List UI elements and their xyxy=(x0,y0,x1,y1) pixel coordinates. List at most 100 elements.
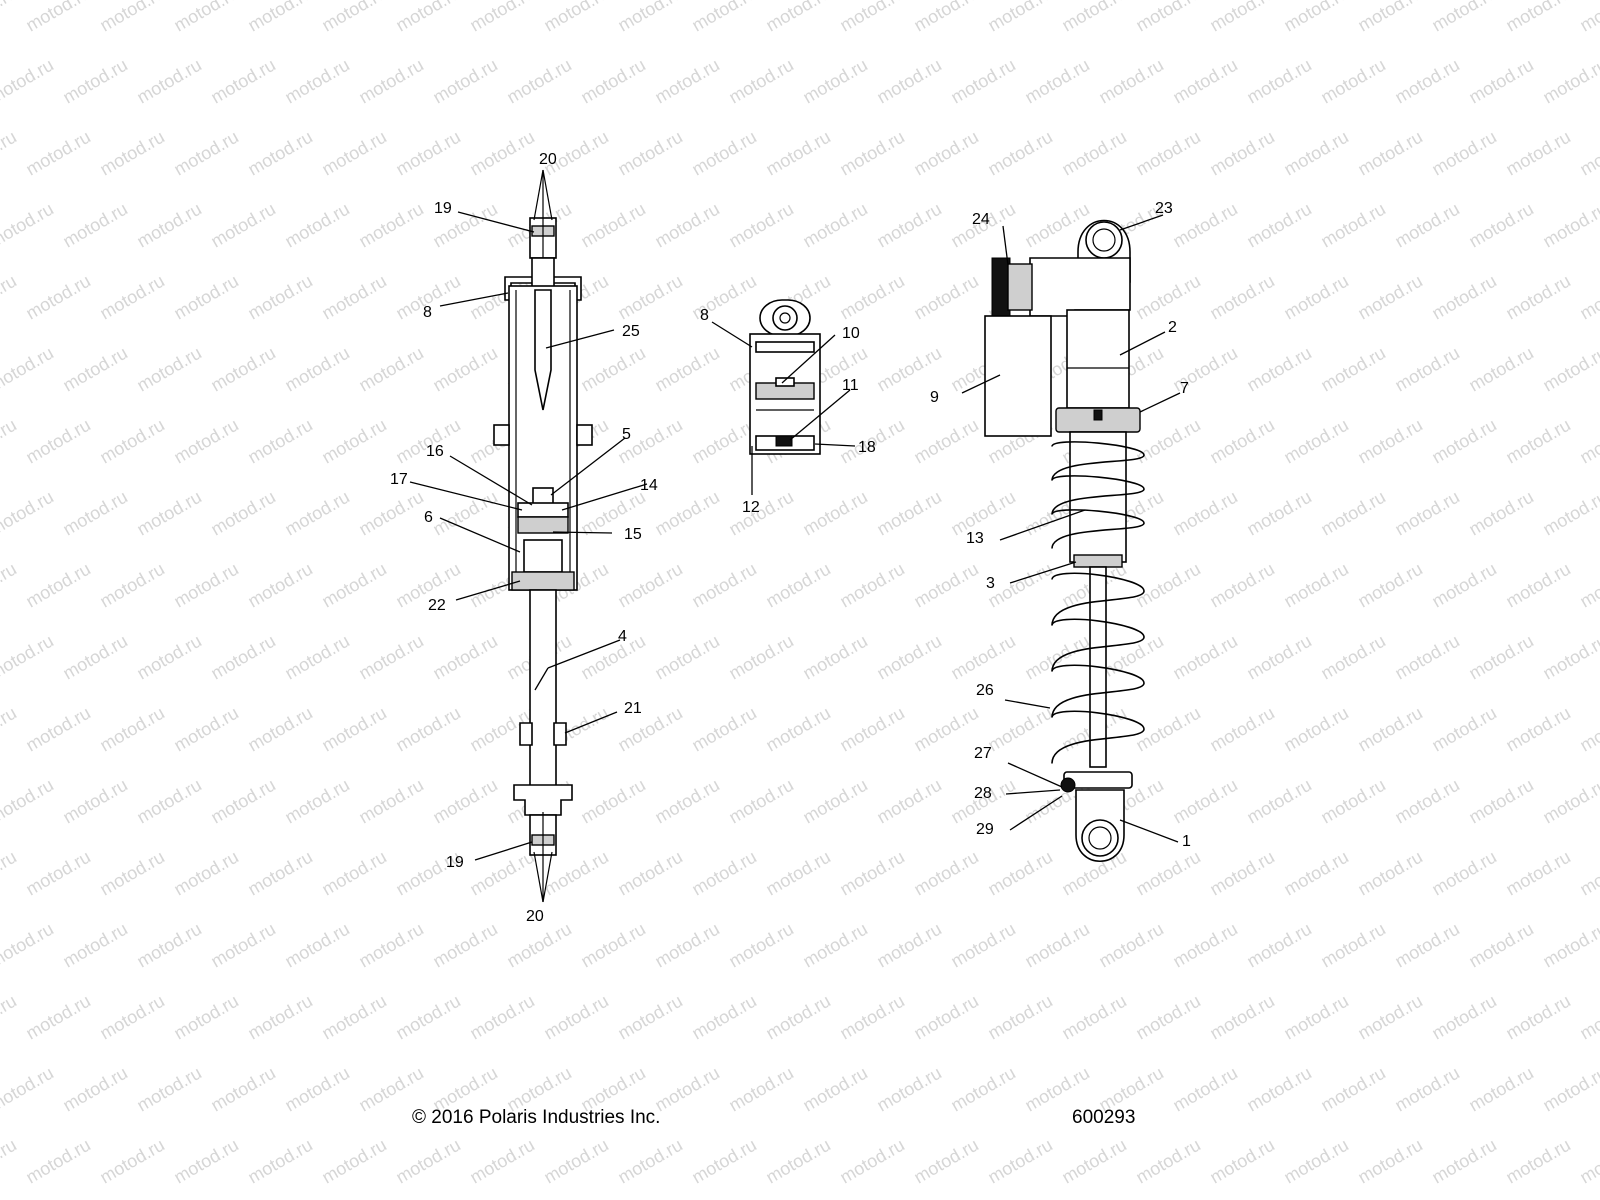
watermark: motod.ru xyxy=(392,1135,464,1188)
watermark: motod.ru xyxy=(1132,0,1204,35)
watermark: motod.ru xyxy=(59,487,131,540)
watermark: motod.ru xyxy=(1280,0,1352,35)
watermark: motod.ru xyxy=(0,487,57,540)
watermark: motod.ru xyxy=(0,271,20,324)
watermark: motod.ru xyxy=(281,487,353,540)
watermark: motod.ru xyxy=(1576,271,1600,324)
watermark: motod.ru xyxy=(688,559,760,612)
watermark: motod.ru xyxy=(799,631,871,684)
watermark: motod.ru xyxy=(1243,487,1315,540)
watermark: motod.ru xyxy=(1243,919,1315,972)
watermark: motod.ru xyxy=(762,0,834,35)
watermark: motod.ru xyxy=(0,703,20,756)
watermark: motod.ru xyxy=(836,1135,908,1188)
watermark: motod.ru xyxy=(22,703,94,756)
watermark: motod.ru xyxy=(651,55,723,108)
watermark: motod.ru xyxy=(873,487,945,540)
callout-22: 22 xyxy=(428,597,446,614)
watermark: motod.ru xyxy=(355,343,427,396)
callout-24: 24 xyxy=(972,211,990,228)
callout-1: 1 xyxy=(1182,833,1191,850)
watermark: motod.ru xyxy=(1502,127,1574,180)
diagram-number: 600293 xyxy=(1072,1107,1136,1128)
watermark: motod.ru xyxy=(984,991,1056,1044)
watermark: motod.ru xyxy=(725,775,797,828)
watermark: motod.ru xyxy=(1243,775,1315,828)
watermark: motod.ru xyxy=(577,343,649,396)
watermark: motod.ru xyxy=(910,0,982,35)
callout-20-bottom: 20 xyxy=(526,908,544,925)
watermark: motod.ru xyxy=(22,847,94,900)
watermark: motod.ru xyxy=(466,0,538,35)
watermark: motod.ru xyxy=(318,559,390,612)
watermark: motod.ru xyxy=(355,55,427,108)
watermark: motod.ru xyxy=(910,991,982,1044)
watermark: motod.ru xyxy=(1132,703,1204,756)
watermark: motod.ru xyxy=(133,199,205,252)
callout-8-middle: 8 xyxy=(700,307,709,324)
watermark: motod.ru xyxy=(355,775,427,828)
watermark: motod.ru xyxy=(873,631,945,684)
callout-16: 16 xyxy=(426,443,444,460)
watermark: motod.ru xyxy=(0,55,57,108)
watermark: motod.ru xyxy=(0,343,57,396)
watermark: motod.ru xyxy=(1317,487,1389,540)
callout-labels: 20 19 8 25 16 5 17 14 6 15 22 4 21 19 20… xyxy=(390,151,1191,925)
watermark: motod.ru xyxy=(1576,127,1600,180)
watermark: motod.ru xyxy=(1502,271,1574,324)
watermark: motod.ru xyxy=(947,919,1019,972)
watermark: motod.ru xyxy=(725,199,797,252)
callout-20-top: 20 xyxy=(539,151,557,168)
watermark: motod.ru xyxy=(1354,127,1426,180)
watermark: motod.ru xyxy=(1539,343,1600,396)
watermark: motod.ru xyxy=(1021,919,1093,972)
watermark: motod.ru xyxy=(1465,343,1537,396)
watermark: motod.ru xyxy=(281,919,353,972)
watermark: motod.ru xyxy=(22,271,94,324)
watermark: motod.ru xyxy=(207,199,279,252)
watermark: motod.ru xyxy=(0,847,20,900)
watermark: motod.ru xyxy=(1576,991,1600,1044)
watermark: motod.ru xyxy=(207,1063,279,1116)
watermark: motod.ru xyxy=(429,343,501,396)
watermark: motod.ru xyxy=(799,199,871,252)
piston-button xyxy=(775,377,795,387)
watermark: motod.ru xyxy=(1502,1135,1574,1188)
watermark: motod.ru xyxy=(1465,1063,1537,1116)
watermark: motod.ru xyxy=(1428,1135,1500,1188)
watermark: motod.ru xyxy=(1280,847,1352,900)
watermark: motod.ru xyxy=(96,703,168,756)
watermark: motod.ru xyxy=(0,559,20,612)
spring-coil xyxy=(1051,509,1145,549)
watermark: motod.ru xyxy=(577,775,649,828)
watermark: motod.ru xyxy=(614,991,686,1044)
bottom-bumper xyxy=(519,722,567,746)
watermark: motod.ru xyxy=(133,1063,205,1116)
watermark: motod.ru xyxy=(984,127,1056,180)
watermark: motod.ru xyxy=(1576,703,1600,756)
watermark: motod.ru xyxy=(1058,991,1130,1044)
watermark: motod.ru xyxy=(503,919,575,972)
watermark: motod.ru xyxy=(429,631,501,684)
watermark: motod.ru xyxy=(836,991,908,1044)
watermark: motod.ru xyxy=(1465,55,1537,108)
callout-8-left: 8 xyxy=(423,304,432,321)
watermark: motod.ru xyxy=(207,919,279,972)
watermark: motod.ru xyxy=(170,1135,242,1188)
watermark: motod.ru xyxy=(688,127,760,180)
watermark: motod.ru xyxy=(1243,1063,1315,1116)
watermark: motod.ru xyxy=(1391,487,1463,540)
watermark: motod.ru xyxy=(614,0,686,35)
watermark: motod.ru xyxy=(577,55,649,108)
watermark: motod.ru xyxy=(910,1135,982,1188)
watermark: motod.ru xyxy=(133,775,205,828)
callout-26: 26 xyxy=(976,682,994,699)
watermark: motod.ru xyxy=(355,199,427,252)
watermark: motod.ru xyxy=(318,703,390,756)
watermark: motod.ru xyxy=(1206,0,1278,35)
callout-21: 21 xyxy=(624,700,642,717)
reservoir-eye-hole xyxy=(772,305,798,331)
watermark: motod.ru xyxy=(1206,847,1278,900)
watermark: motod.ru xyxy=(392,127,464,180)
